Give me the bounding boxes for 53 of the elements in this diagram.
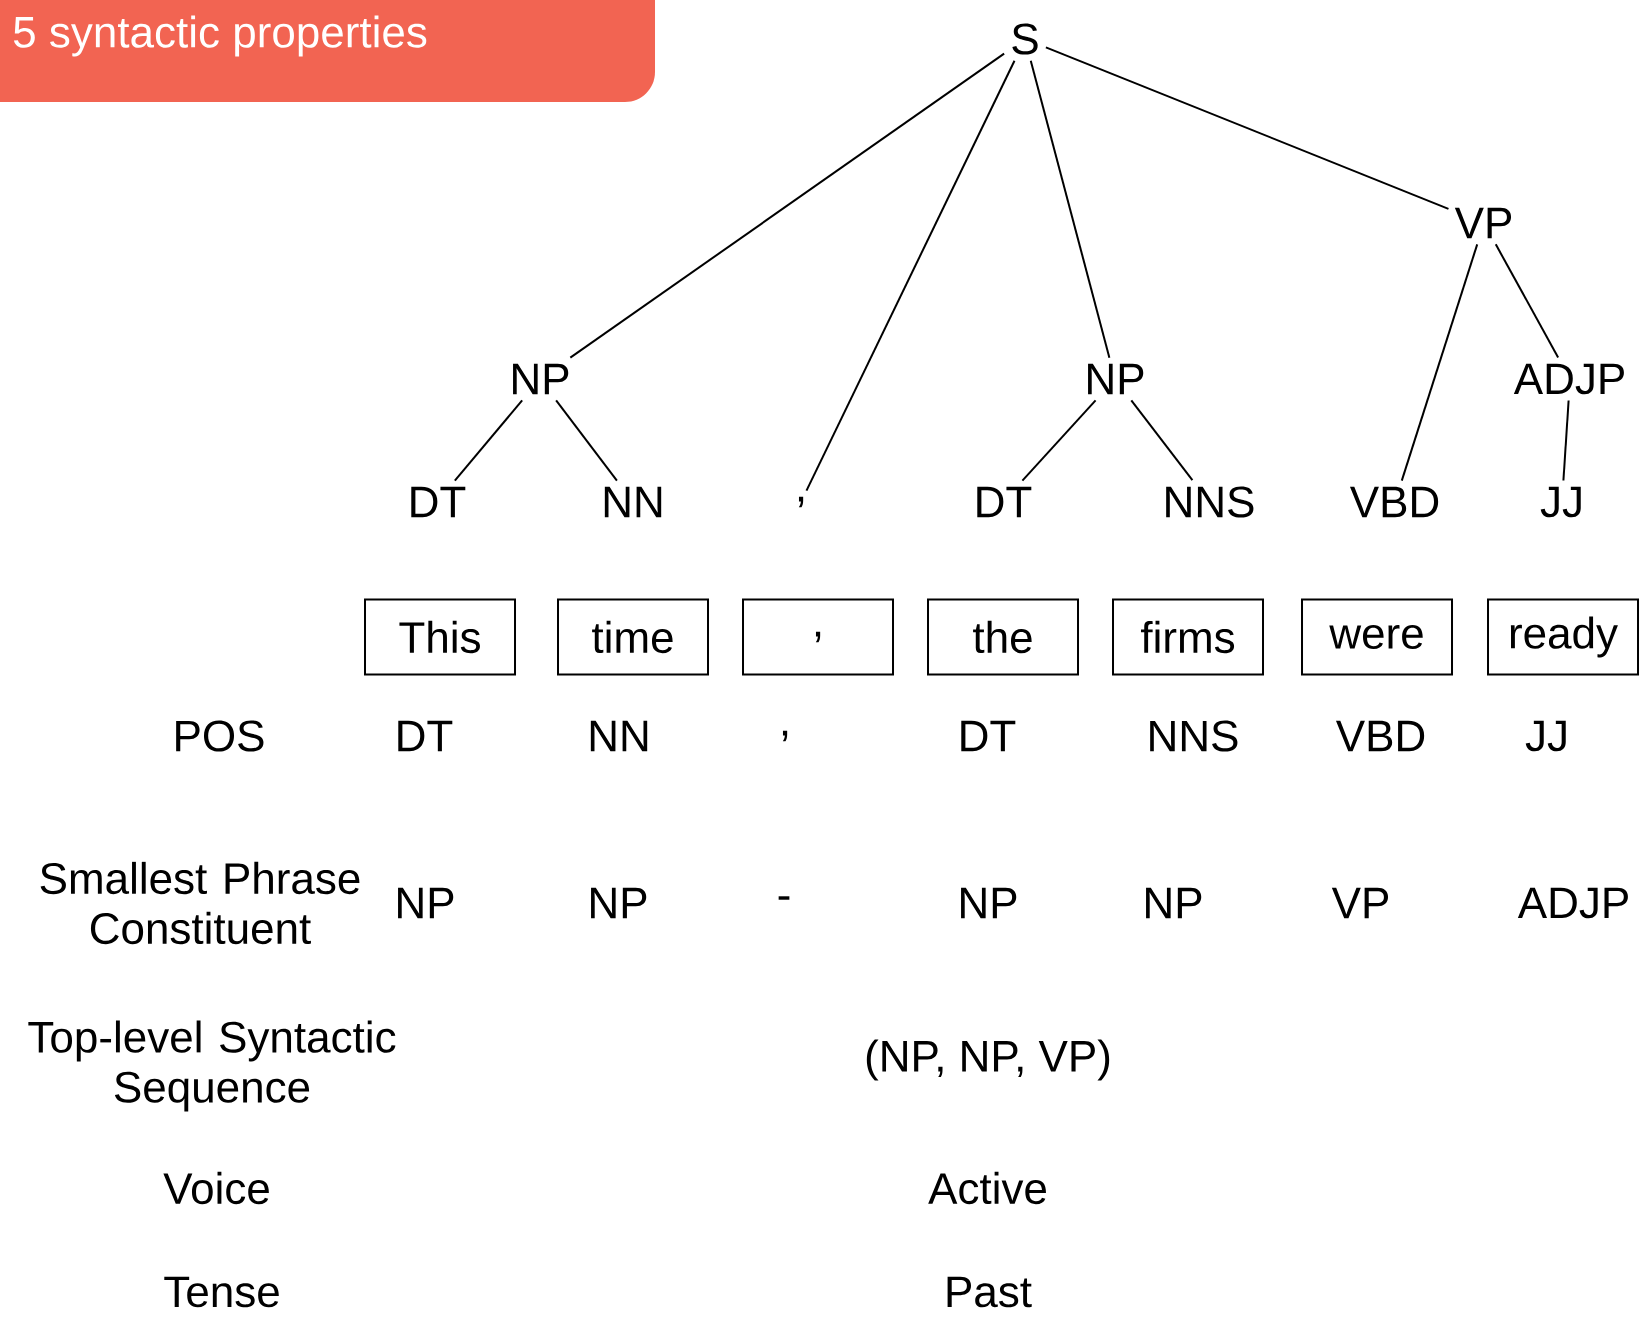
tree-branch xyxy=(1494,243,1560,359)
row-label: Smallest Phrase Constituent xyxy=(40,861,360,945)
word-box: were xyxy=(1301,598,1453,676)
title-banner: 5 syntactic properties xyxy=(0,0,655,102)
row-label: NP xyxy=(961,887,1017,919)
row-label: ADJP xyxy=(1517,887,1628,919)
tree-branch xyxy=(569,52,1006,359)
tree-label: DT xyxy=(977,486,1032,518)
row-label: VP xyxy=(1331,887,1389,919)
row-label: Voice xyxy=(163,1171,269,1205)
tree-branch xyxy=(1021,399,1097,482)
row-label: VBD xyxy=(1335,720,1425,752)
row-label: - xyxy=(778,896,790,900)
tree-branch xyxy=(453,399,524,482)
tree-label: VBD xyxy=(1349,486,1439,518)
tree-branch xyxy=(805,59,1016,492)
row-label: Active xyxy=(928,1171,1046,1205)
tree-branch xyxy=(1029,59,1111,359)
row-label: Top-level Syntactic Sequence xyxy=(28,1020,396,1112)
row-label: POS xyxy=(176,720,264,752)
tree-branch xyxy=(1130,399,1194,482)
tree-branch xyxy=(1562,399,1570,482)
word-box: firms xyxy=(1112,598,1264,676)
tree-label: S xyxy=(1012,23,1038,55)
word-box: time xyxy=(557,598,709,676)
row-label: NP xyxy=(1146,887,1202,919)
tree-branch xyxy=(555,399,618,482)
tree-branch xyxy=(1044,46,1450,210)
word-box: This xyxy=(364,598,516,676)
row-label: NP xyxy=(591,887,647,919)
tree-label: NNS xyxy=(1166,486,1254,518)
row-label: JJ xyxy=(1525,720,1566,752)
row-label: DT xyxy=(961,720,1016,752)
tree-label: JJ xyxy=(1540,486,1581,518)
row-label: Past xyxy=(947,1276,1032,1308)
row-label: Tense xyxy=(164,1276,279,1308)
tree-label: NN xyxy=(604,486,662,518)
row-label: NP xyxy=(398,887,454,919)
row-label: NN xyxy=(590,720,648,752)
row-label: NNS xyxy=(1150,720,1238,752)
tree-label: DT xyxy=(411,486,466,518)
tree-label: , xyxy=(798,496,804,508)
tree-label: NP xyxy=(1088,363,1144,395)
tree-label: VP xyxy=(1454,207,1512,239)
row-label: DT xyxy=(398,720,453,752)
word-box: the xyxy=(927,598,1079,676)
word-box: ready xyxy=(1487,598,1639,676)
row-label: (NP, NP, VP) xyxy=(866,1039,1110,1081)
row-label: , xyxy=(782,730,788,742)
tree-branch xyxy=(1400,243,1479,482)
tree-label: NP xyxy=(513,363,569,395)
word-box: , xyxy=(742,598,894,676)
tree-label: ADJP xyxy=(1513,363,1624,395)
